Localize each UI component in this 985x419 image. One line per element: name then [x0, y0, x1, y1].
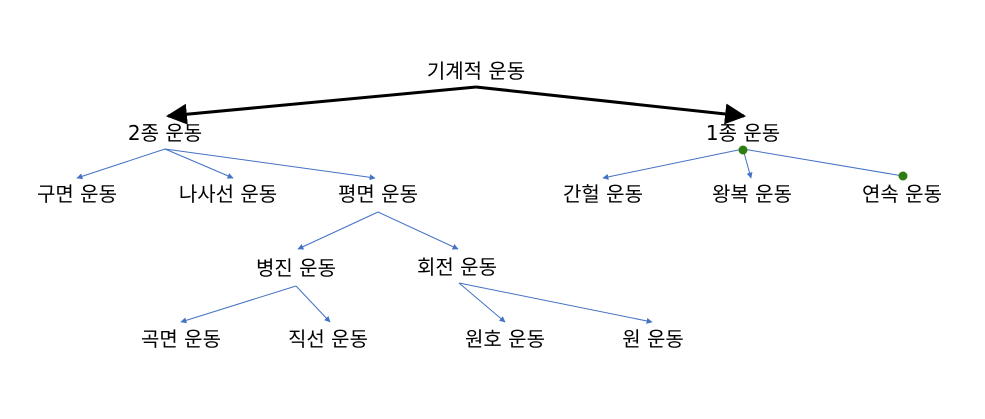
edge-type2-to-helical [164, 148, 234, 179]
edge-rotation-to-arc [458, 282, 506, 323]
edge-planar-to-rotation [377, 211, 459, 250]
edge-translation-to-rectilinear [295, 285, 331, 323]
connection-dot-type1 [738, 145, 748, 155]
node-type2: 2종 운동 [128, 121, 202, 145]
edge-root-to-type2 [165, 85, 477, 125]
edge-translation-to-curvilinear [180, 285, 297, 324]
node-type1: 1종 운동 [706, 121, 780, 145]
node-rotation: 회전 운동 [417, 255, 497, 279]
edge-root-to-type1 [475, 85, 747, 125]
node-continuous: 연속 운동 [862, 182, 942, 206]
node-arc: 원호 운동 [465, 327, 545, 351]
node-helical: 나사선 운동 [179, 182, 277, 206]
edge-type2-to-planar [164, 148, 376, 181]
connection-dot-continuous [898, 171, 908, 181]
edge-type1-to-continuous [742, 148, 904, 177]
node-planar: 평면 운동 [338, 182, 418, 206]
node-curvilinear: 곡면 운동 [141, 327, 221, 351]
edge-rotation-to-circular [458, 282, 653, 324]
node-intermittent: 간헐 운동 [563, 182, 643, 206]
node-rectilinear: 직선 운동 [288, 327, 368, 351]
node-reciprocating: 왕복 운동 [712, 182, 792, 206]
edge-type2-to-curved-surface [76, 148, 166, 180]
edge-planar-to-translation [297, 211, 379, 250]
node-translation: 병진 운동 [256, 256, 336, 280]
node-root: 기계적 운동 [427, 59, 525, 83]
node-curved-surface: 구면 운동 [37, 182, 117, 206]
node-circular: 원 운동 [622, 327, 684, 351]
edge-type1-to-intermittent [602, 148, 744, 180]
